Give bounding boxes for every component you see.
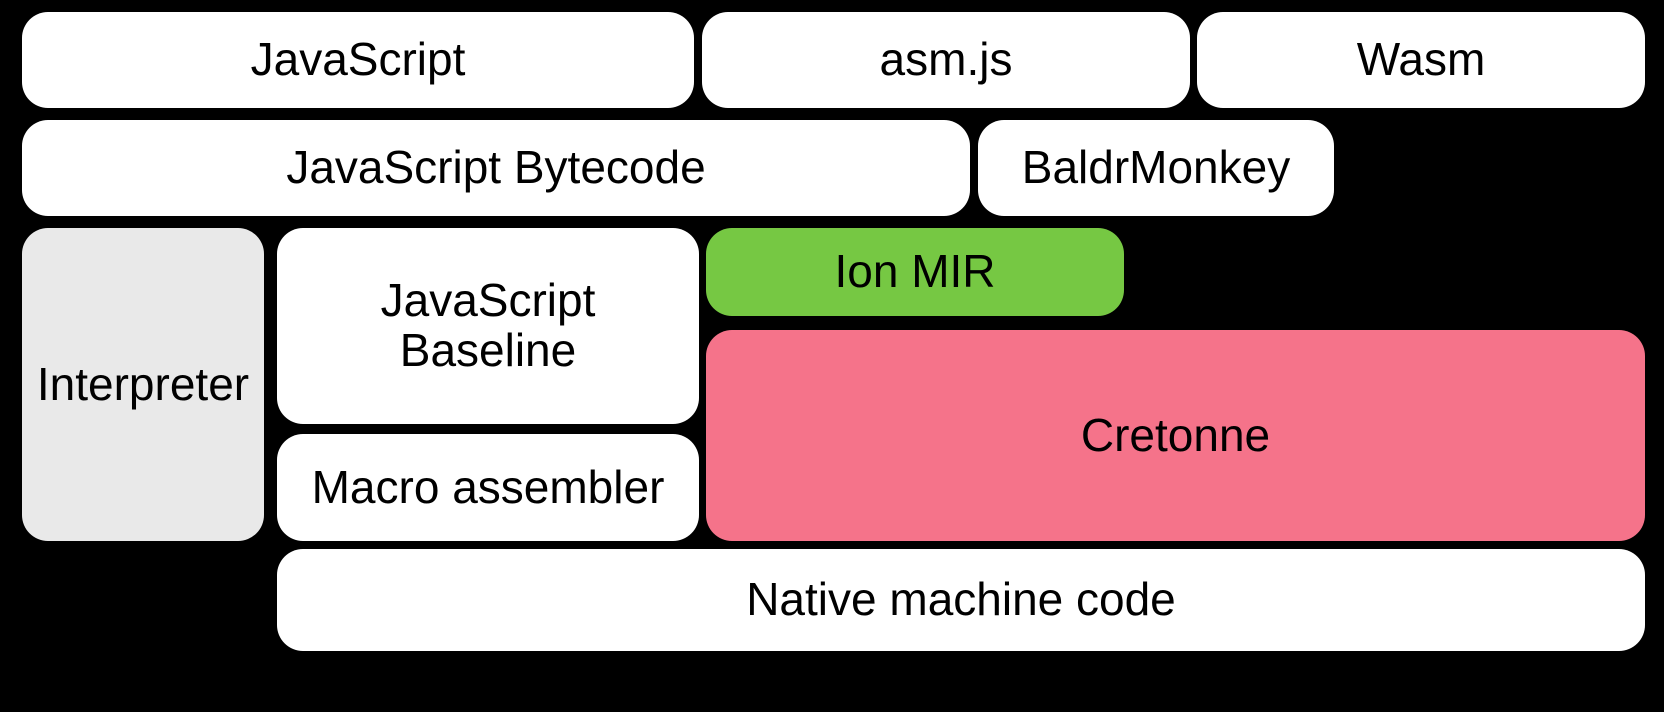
box-ion-mir-label: Ion MIR: [834, 245, 996, 298]
box-cretonne[interactable]: Cretonne: [706, 330, 1645, 541]
box-macro-assembler[interactable]: Macro assembler: [277, 434, 699, 541]
box-native-machine-code[interactable]: Native machine code: [277, 549, 1645, 651]
box-javascript-label: JavaScript: [250, 33, 466, 86]
box-ion-mir[interactable]: Ion MIR: [706, 228, 1124, 316]
box-interpreter[interactable]: Interpreter: [22, 228, 264, 541]
box-baldrmonkey-label: BaldrMonkey: [1021, 141, 1291, 194]
box-asmjs[interactable]: asm.js: [702, 12, 1190, 108]
box-wasm-label: Wasm: [1356, 33, 1486, 86]
box-native-machine-code-label: Native machine code: [746, 573, 1176, 626]
box-asmjs-label: asm.js: [879, 33, 1013, 86]
box-cretonne-label: Cretonne: [1080, 408, 1271, 461]
box-macro-assembler-label: Macro assembler: [311, 460, 665, 513]
box-baldrmonkey[interactable]: BaldrMonkey: [978, 120, 1334, 216]
box-wasm[interactable]: Wasm: [1197, 12, 1645, 108]
box-javascript-bytecode-label: JavaScript Bytecode: [286, 141, 706, 194]
box-javascript[interactable]: JavaScript: [22, 12, 694, 108]
box-javascript-baseline-label: JavaScript Baseline: [380, 274, 596, 376]
box-javascript-bytecode[interactable]: JavaScript Bytecode: [22, 120, 970, 216]
box-javascript-baseline[interactable]: JavaScript Baseline: [277, 228, 699, 424]
box-interpreter-label: Interpreter: [36, 357, 250, 410]
